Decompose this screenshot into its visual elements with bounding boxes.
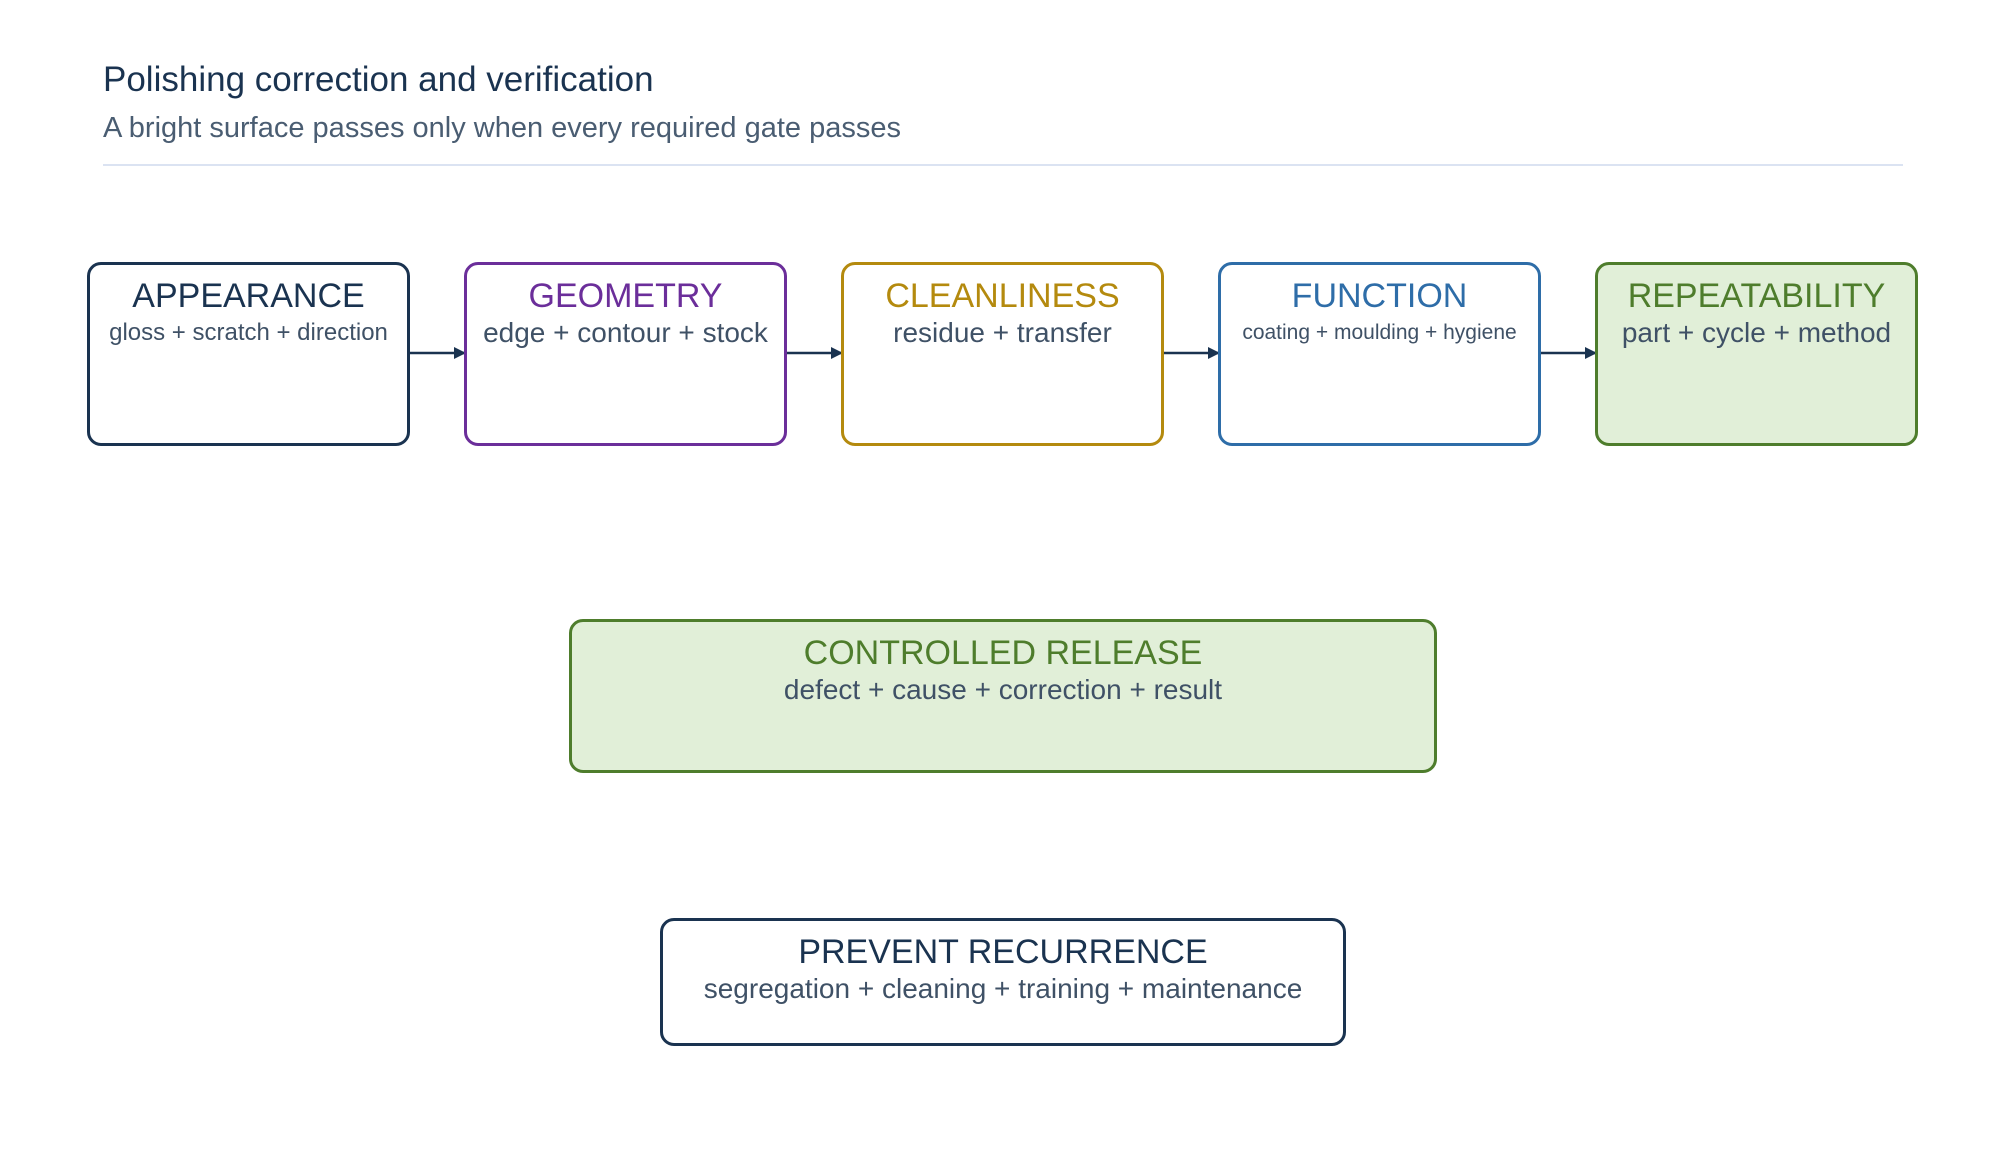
gate-detail: coating + moulding + hygiene: [1242, 321, 1517, 344]
diagram-subtitle: A bright surface passes only when every …: [103, 112, 901, 144]
gate-detail: edge + contour + stock: [483, 317, 768, 348]
diagram-title: Polishing correction and verification: [103, 60, 654, 99]
controlled-release-box: CONTROLLED RELEASE defect + cause + corr…: [569, 619, 1437, 773]
gate-label: FUNCTION: [1291, 277, 1468, 315]
gate-geometry: GEOMETRY edge + contour + stock: [464, 262, 787, 446]
gate-cleanliness: CLEANLINESS residue + transfer: [841, 262, 1164, 446]
gate-detail: part + cycle + method: [1621, 317, 1892, 348]
gate-label: APPEARANCE: [132, 277, 365, 315]
gate-appearance: APPEARANCE gloss + scratch + direction: [87, 262, 410, 446]
gate-label: GEOMETRY: [528, 277, 723, 315]
controlled-release-label: CONTROLLED RELEASE: [803, 634, 1203, 672]
prevent-recurrence-label: PREVENT RECURRENCE: [798, 933, 1208, 971]
gate-function: FUNCTION coating + moulding + hygiene: [1218, 262, 1541, 446]
gate-label: CLEANLINESS: [885, 277, 1120, 315]
header-divider: [103, 164, 1903, 166]
gate-repeatability: REPEATABILITY part + cycle + method: [1595, 262, 1918, 446]
gate-detail: residue + transfer: [893, 317, 1112, 348]
diagram-header: Polishing correction and verification A …: [103, 58, 1903, 148]
gate-label: REPEATABILITY: [1627, 277, 1886, 315]
gate-detail: gloss + scratch + direction: [109, 319, 388, 346]
controlled-release-detail: defect + cause + correction + result: [783, 674, 1223, 705]
prevent-recurrence-box: PREVENT RECURRENCE segregation + cleanin…: [660, 918, 1346, 1046]
prevent-recurrence-detail: segregation + cleaning + training + main…: [703, 973, 1303, 1004]
